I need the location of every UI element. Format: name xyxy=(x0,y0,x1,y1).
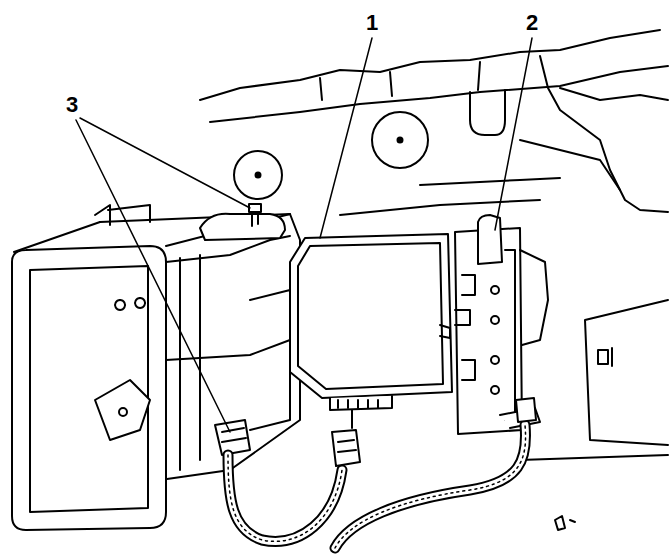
upper-clamp xyxy=(200,204,285,240)
callout-number: 1 xyxy=(366,12,378,34)
lower-clamp xyxy=(215,420,250,455)
callout-number: 2 xyxy=(526,12,538,34)
right-panel xyxy=(520,300,668,530)
left-housing xyxy=(12,205,300,530)
upper-structure xyxy=(200,30,668,215)
callout-number: 3 xyxy=(66,94,78,116)
leader-lines xyxy=(76,38,532,432)
control-module xyxy=(290,234,452,428)
wire-harness xyxy=(228,398,536,548)
mounting-holes xyxy=(234,112,428,199)
mounting-bracket xyxy=(455,215,548,434)
